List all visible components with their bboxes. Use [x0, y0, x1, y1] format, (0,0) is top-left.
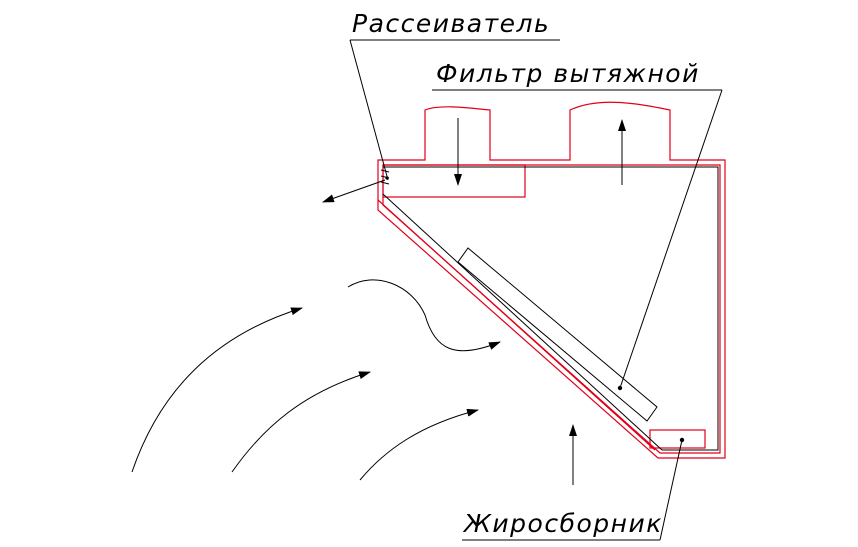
diffuser-leader — [349, 39, 389, 181]
housing-inner-outline — [382, 164, 721, 454]
housing-outer-outline — [377, 101, 726, 459]
leader-dots — [385, 176, 685, 443]
filter-leader-dot — [617, 385, 623, 391]
exhaust-filter-plate — [457, 247, 658, 422]
diffuser-hatch-3 — [380, 181, 390, 185]
hood-housing — [377, 101, 726, 459]
filter-leader — [619, 89, 723, 389]
arrow-diffuser-out — [322, 179, 386, 203]
inner-liner — [380, 166, 719, 451]
airflow-arrows — [131, 118, 626, 485]
liner-diagonal — [382, 193, 663, 451]
arc-flow-3 — [359, 408, 479, 481]
grease-collector-box — [649, 429, 706, 449]
label-exhaust-filter: Фильтр вытяжной — [436, 59, 700, 88]
arc-flow-1 — [131, 307, 303, 473]
label-grease-collector: Жиросборник — [462, 509, 663, 538]
leader-lines — [349, 39, 723, 541]
housing-inner-wall — [377, 199, 656, 451]
inlet-chamber — [382, 164, 526, 198]
collector-leader — [659, 439, 683, 541]
liner-top — [383, 166, 719, 451]
diffuser-leader-dot — [385, 176, 389, 180]
diffuser-hatch-1 — [380, 169, 390, 173]
wavy-flow — [347, 279, 501, 352]
arc-flow-2 — [231, 371, 371, 473]
label-diffuser: Рассеиватель — [352, 9, 550, 38]
collector-leader-dot — [679, 437, 685, 443]
